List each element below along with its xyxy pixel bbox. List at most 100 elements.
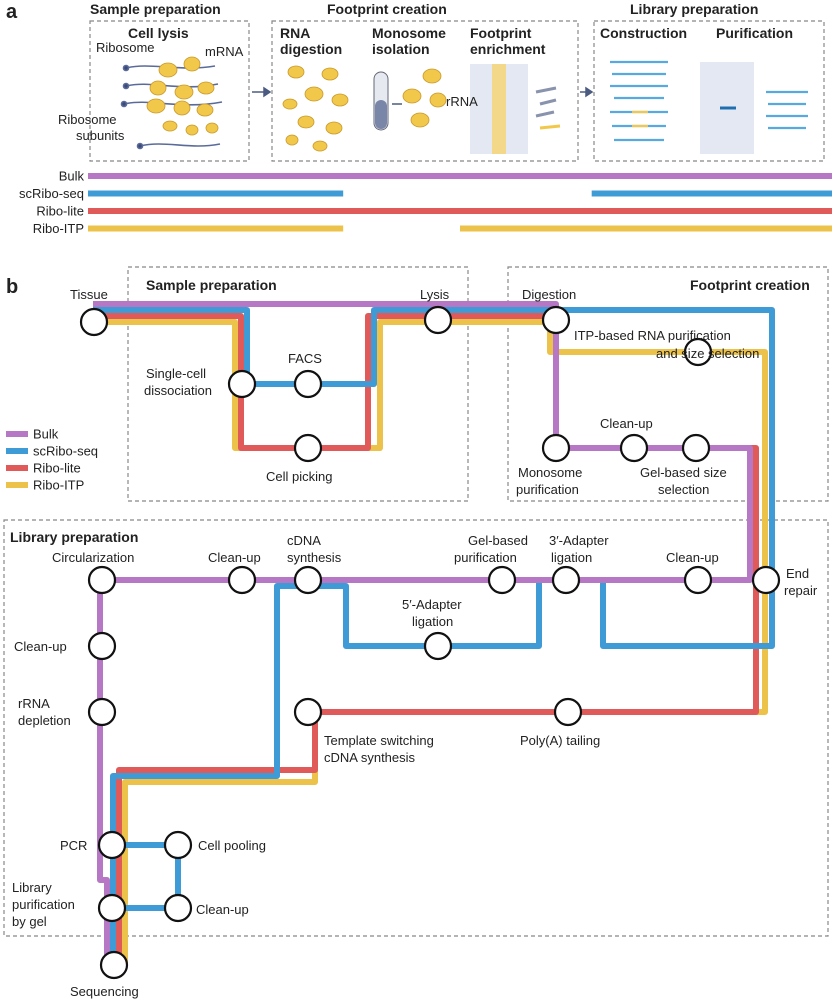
section-footprint-creation: Footprint creation xyxy=(327,1,447,17)
section-library-preparation: Library preparation xyxy=(630,1,758,17)
label-ribosome-subunits-2: subunits xyxy=(76,128,125,143)
gel-lane-icon xyxy=(492,64,506,154)
label-pcr: PCR xyxy=(60,838,87,853)
station-lysis xyxy=(423,305,453,335)
station-3-adapter-ligation xyxy=(551,565,581,595)
ribosome-icon-cluster xyxy=(146,56,219,136)
label-libpur-3: by gel xyxy=(12,914,47,929)
station-tissue xyxy=(79,307,109,337)
panel-a: a Sample preparation Footprint creation … xyxy=(6,1,832,236)
label-cleanup-library-4: Clean-up xyxy=(196,902,249,917)
label-circularization: Circularization xyxy=(52,550,134,565)
label-end: End xyxy=(786,566,809,581)
legend-label-ribolite: Ribo-lite xyxy=(33,461,81,476)
monosome-icon xyxy=(402,68,447,128)
station-gel-size-selection xyxy=(681,433,711,463)
panel-b-label: b xyxy=(6,276,18,298)
label-sequencing: Sequencing xyxy=(70,984,139,999)
station-pcr xyxy=(97,830,127,860)
step-purification: Purification xyxy=(716,25,793,41)
station-end-repair xyxy=(751,565,781,595)
station-monosome-purification xyxy=(541,433,571,463)
label-monosome-2: purification xyxy=(516,482,579,497)
label-gel-pur-1: Gel-based xyxy=(468,533,528,548)
station-polya-tailing xyxy=(553,697,583,727)
label-libpur-2: purification xyxy=(12,897,75,912)
station-cleanup-footprint xyxy=(619,433,649,463)
flow-arrow xyxy=(252,86,594,98)
station-cleanup-library-2 xyxy=(683,565,713,595)
station-gel-purification xyxy=(487,565,517,595)
station-cdna-synthesis xyxy=(293,565,323,595)
station-cell-pooling xyxy=(163,830,193,860)
station-cleanup-library-4 xyxy=(163,893,193,923)
station-facs xyxy=(293,369,323,399)
sample-prep-box xyxy=(89,20,250,162)
label-tsc-2: cDNA synthesis xyxy=(324,750,416,765)
station-circularization xyxy=(87,565,117,595)
label-libpur-1: Library xyxy=(12,880,52,895)
station-sequencing xyxy=(99,950,129,980)
legend-label-scribo: scRibo-seq xyxy=(33,444,98,459)
label-gel-size-1: Gel-based size xyxy=(640,465,727,480)
test-tube-icon xyxy=(373,71,389,131)
line-bulk xyxy=(93,301,753,965)
step-rna: RNA xyxy=(280,25,310,41)
step-cell-lysis: Cell lysis xyxy=(128,25,189,41)
label-ribosome-subunits-1: Ribosome xyxy=(58,112,117,127)
label-cell-pooling: Cell pooling xyxy=(198,838,266,853)
method-label-bulk: Bulk xyxy=(59,169,85,184)
station-cleanup-library xyxy=(227,565,257,595)
label-tsc-1: Template switching xyxy=(324,733,434,748)
label-digestion: Digestion xyxy=(522,287,576,302)
station-5-adapter-ligation xyxy=(423,631,453,661)
panel-a-label: a xyxy=(6,1,18,23)
label-cleanup-library-1: Clean-up xyxy=(208,550,261,565)
station-itp-purification xyxy=(683,337,713,367)
library-construction-icon xyxy=(610,60,668,142)
station-template-switching xyxy=(293,697,323,727)
label-lysis: Lysis xyxy=(420,287,450,302)
label-cleanup-footprint: Clean-up xyxy=(600,416,653,431)
station-single-cell-dissociation xyxy=(227,369,257,399)
label-rrna-1: rRNA xyxy=(18,696,50,711)
label-cell-picking: Cell picking xyxy=(266,469,332,484)
step-isolation: isolation xyxy=(372,41,430,57)
label-adapter3-1: 3′-Adapter xyxy=(549,533,609,548)
step-monosome: Monosome xyxy=(372,25,446,41)
footprint-fragments-icon xyxy=(535,86,561,130)
station-cell-picking xyxy=(293,433,323,463)
digested-ribosome-icon xyxy=(282,65,349,152)
panel-b: b Sample preparation Footprint creation … xyxy=(3,266,829,999)
method-label-scribo: scRibo-seq xyxy=(19,186,84,201)
label-adapter3-2: ligation xyxy=(551,550,592,565)
label-gel-size-2: selection xyxy=(658,482,709,497)
label-cleanup-library-2: Clean-up xyxy=(666,550,719,565)
label-repair: repair xyxy=(784,583,818,598)
label-single-cell-1: Single-cell xyxy=(146,366,206,381)
label-monosome-1: Monosome xyxy=(518,465,582,480)
region-title-footprint: Footprint creation xyxy=(690,277,810,293)
step-footprint: Footprint xyxy=(470,25,532,41)
region-title-library: Library preparation xyxy=(10,529,138,545)
label-ribosome: Ribosome xyxy=(96,40,155,55)
station-labels: Tissue Lysis Digestion Single-cell disso… xyxy=(12,287,818,999)
label-itp-2: and size selection xyxy=(656,346,759,361)
library-prep-box xyxy=(593,20,825,162)
step-construction: Construction xyxy=(600,25,687,41)
legend-label-riboitp: Ribo-ITP xyxy=(33,478,84,493)
label-cleanup-library-3: Clean-up xyxy=(14,639,67,654)
label-tissue: Tissue xyxy=(70,287,108,302)
station-digestion xyxy=(541,305,571,335)
legend-label-bulk: Bulk xyxy=(33,427,59,442)
footprint-creation-box xyxy=(271,20,579,162)
label-cdna-1: cDNA xyxy=(287,533,321,548)
footprint-creation-region xyxy=(507,266,829,502)
label-cdna-2: synthesis xyxy=(287,550,342,565)
label-polya: Poly(A) tailing xyxy=(520,733,600,748)
section-sample-preparation: Sample preparation xyxy=(90,1,221,17)
step-enrichment: enrichment xyxy=(470,41,546,57)
line-ribo-lite xyxy=(93,313,759,965)
